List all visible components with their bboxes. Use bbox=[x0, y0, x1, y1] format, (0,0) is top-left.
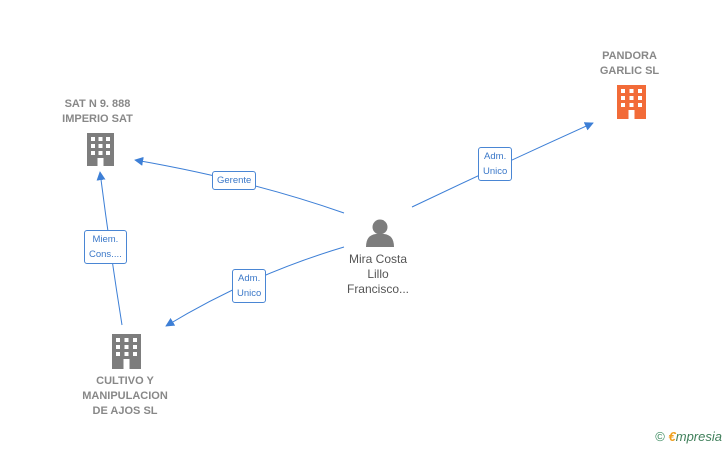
building-icon[interactable] bbox=[112, 334, 141, 369]
edge-label-adm-pandora: Adm. Unico bbox=[478, 147, 513, 181]
person-label[interactable]: Mira Costa Lillo Francisco... bbox=[346, 252, 409, 296]
building-icon[interactable] bbox=[617, 85, 646, 119]
copyright-icon: © bbox=[655, 429, 665, 444]
building-icon[interactable] bbox=[87, 133, 114, 166]
company-label-sat[interactable]: SAT N 9. 888 IMPERIO SAT bbox=[62, 98, 133, 125]
company-label-cultivo[interactable]: CULTIVO Y MANIPULACION DE AJOS SL bbox=[82, 375, 168, 417]
edge-label-adm-cultivo: Adm. Unico bbox=[232, 269, 267, 303]
brand-logo-e: € bbox=[668, 429, 676, 444]
watermark: © €mpresia bbox=[655, 429, 722, 444]
brand-logo-text: mpresia bbox=[675, 429, 722, 444]
edge-label-gerente: Gerente bbox=[212, 171, 257, 190]
company-label-pandora[interactable]: PANDORA GARLIC SL bbox=[599, 50, 660, 77]
person-icon[interactable] bbox=[366, 219, 394, 248]
edge-label-miem: Miem. Cons.... bbox=[84, 230, 127, 264]
